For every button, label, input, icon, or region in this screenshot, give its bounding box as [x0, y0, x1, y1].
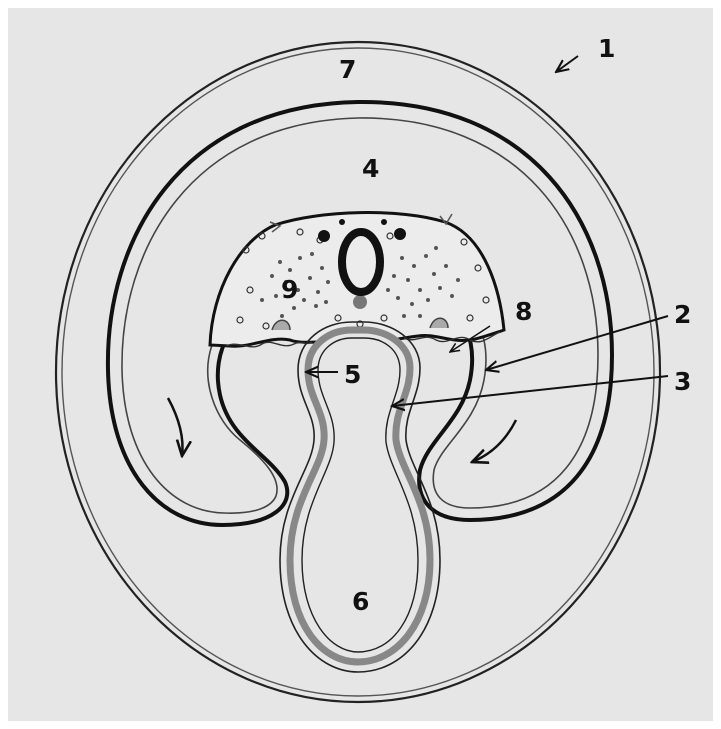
label-3: 3	[674, 367, 691, 396]
label-9: 9	[281, 275, 298, 304]
label-2: 2	[674, 300, 691, 329]
label-1: 1	[598, 34, 615, 63]
label-4: 4	[362, 154, 379, 183]
label-8: 8	[515, 297, 532, 326]
label-5: 5	[344, 360, 361, 389]
notochord	[353, 295, 367, 309]
label-6: 6	[352, 587, 369, 616]
label-7: 7	[339, 55, 356, 84]
